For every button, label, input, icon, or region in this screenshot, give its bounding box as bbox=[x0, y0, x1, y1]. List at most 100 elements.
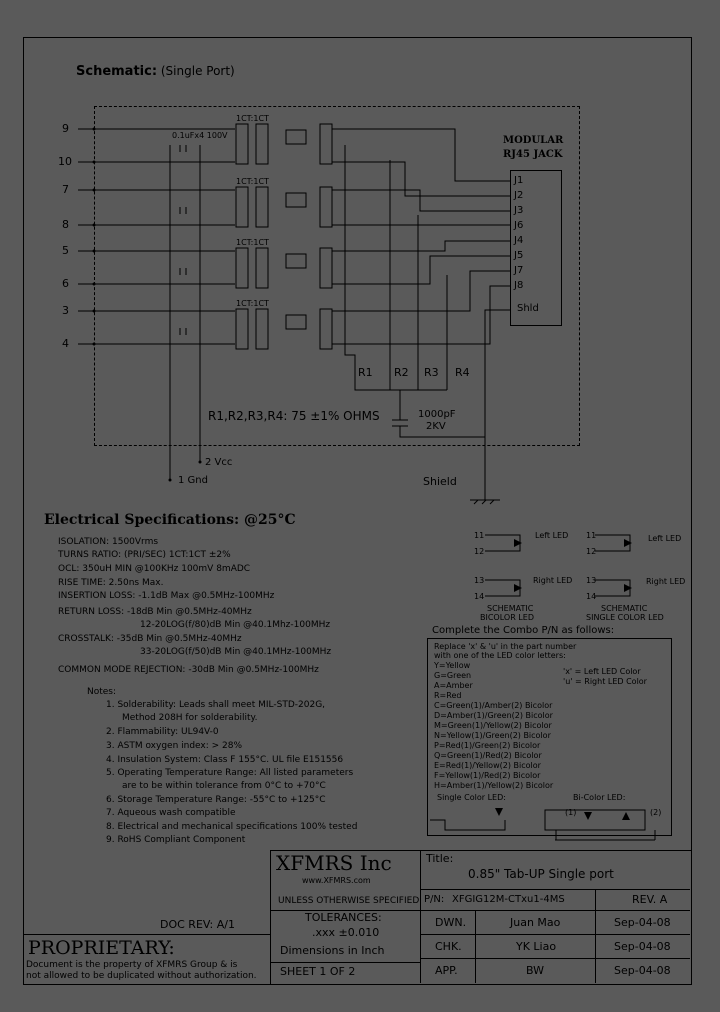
pin-5: 5 bbox=[62, 244, 69, 257]
color-r: R=Red bbox=[434, 691, 462, 700]
schematic-bicolor-1: SCHEMATIC bbox=[487, 604, 534, 613]
cap-label: 0.1uFx4 100V bbox=[172, 131, 228, 140]
single-color-label: Single Color LED: bbox=[437, 793, 506, 802]
color-q: Q=Green(1)/Red(2) Bicolor bbox=[434, 751, 542, 760]
note-5: 5. Operating Temperature Range: All list… bbox=[106, 768, 354, 778]
gnd-label: 1 Gnd bbox=[178, 475, 208, 486]
title-label: Title: bbox=[426, 852, 454, 865]
bi-color-label: Bi-Color LED: bbox=[573, 793, 626, 802]
jack-pin-shld: Shld bbox=[517, 303, 539, 314]
rev-value: REV. A bbox=[632, 893, 668, 906]
jack-pin-j1: J1 bbox=[514, 175, 524, 186]
dwn-date: Sep-04-08 bbox=[614, 916, 671, 929]
note-7: 7. Aqueous wash compatible bbox=[106, 808, 236, 818]
resistor-r2: R2 bbox=[394, 366, 409, 379]
led-pin-14a: 14 bbox=[474, 592, 485, 601]
note-3: 3. ASTM oxygen index: > 28% bbox=[106, 741, 243, 751]
pin-3: 3 bbox=[62, 304, 69, 317]
unless-note: UNLESS OTHERWISE SPECIFIED bbox=[278, 896, 420, 906]
jack-pin-j3: J3 bbox=[514, 205, 524, 216]
color-f: F=Yellow(1)/Red(2) Bicolor bbox=[434, 771, 541, 780]
title-block bbox=[270, 850, 692, 985]
color-p: P=Red(1)/Green(2) Bicolor bbox=[434, 741, 541, 750]
jack-pin-j4: J4 bbox=[514, 235, 524, 246]
resistor-r1: R1 bbox=[358, 366, 373, 379]
ratio-label-3: 1CT:1CT bbox=[236, 238, 269, 247]
led-pin-13a: 13 bbox=[474, 576, 485, 585]
tb-divider-3 bbox=[595, 889, 596, 983]
led-pin-11b: 11 bbox=[586, 531, 597, 540]
pin-6: 6 bbox=[62, 277, 69, 290]
note-1b: Method 208H for solderability. bbox=[122, 713, 258, 723]
led-pin-14b: 14 bbox=[586, 592, 597, 601]
jack-pin-j7: J7 bbox=[514, 265, 524, 276]
cap2-voltage: 2KV bbox=[426, 421, 446, 432]
pin-9: 9 bbox=[62, 122, 69, 135]
spec-ocl: OCL: 350uH MIN @100KHz 100mV 8mADC bbox=[58, 564, 251, 574]
spec-cmr: COMMON MODE REJECTION: -30dB Min @0.5MHz… bbox=[58, 665, 319, 675]
proprietary-text-1: Document is the property of XFMRS Group … bbox=[26, 960, 238, 970]
spec-return-loss: RETURN LOSS: -18dB Min @0.5MHz-40MHz bbox=[58, 607, 252, 617]
color-y: Y=Yellow bbox=[434, 661, 471, 670]
ratio-label-4: 1CT:1CT bbox=[236, 299, 269, 308]
resistor-note: R1,R2,R3,R4: 75 ±1% OHMS bbox=[208, 409, 380, 423]
replace-line-1: Replace 'x' & 'u' in the part number bbox=[434, 642, 577, 651]
spec-isolation: ISOLATION: 1500Vrms bbox=[58, 537, 159, 547]
bicolor-p1: (1) bbox=[565, 808, 577, 817]
color-c: C=Green(1)/Amber(2) Bicolor bbox=[434, 701, 553, 710]
color-m: M=Green(1)/Yellow(2) Bicolor bbox=[434, 721, 552, 730]
schematic-bicolor-2: BICOLOR LED bbox=[480, 613, 534, 622]
chk-date: Sep-04-08 bbox=[614, 940, 671, 953]
note-9: 9. RoHS Compliant Component bbox=[106, 835, 246, 845]
tb-hline-2 bbox=[270, 910, 690, 911]
note-5b: are to be within tolerance from 0°C to +… bbox=[122, 781, 326, 791]
combo-box bbox=[427, 638, 672, 836]
color-h: H=Amber(1)/Yellow(2) Bicolor bbox=[434, 781, 554, 790]
led-pin-12a: 12 bbox=[474, 547, 485, 556]
color-g: G=Green bbox=[434, 671, 472, 680]
pin-8: 8 bbox=[62, 218, 69, 231]
schematic-title-text: Schematic: bbox=[76, 64, 158, 79]
ratio-label-2: 1CT:1CT bbox=[236, 177, 269, 186]
doc-rev: DOC REV: A/1 bbox=[160, 918, 235, 931]
note-8: 8. Electrical and mechanical specificati… bbox=[106, 822, 358, 832]
jack-title-2: RJ45 JACK bbox=[503, 149, 563, 160]
color-d: D=Amber(1)/Green(2) Bicolor bbox=[434, 711, 553, 720]
jack-pin-j2: J2 bbox=[514, 190, 524, 201]
title-value: 0.85" Tab-UP Single port bbox=[468, 867, 614, 881]
jack-title-1: MODULAR bbox=[503, 135, 564, 146]
resistor-r3: R3 bbox=[424, 366, 439, 379]
schematic-subtitle: (Single Port) bbox=[160, 64, 235, 78]
tb-hline-1 bbox=[420, 889, 690, 890]
chk-name: YK Liao bbox=[516, 940, 557, 953]
pin-10: 10 bbox=[58, 155, 72, 168]
right-led-label-a: Right LED bbox=[533, 576, 573, 585]
ratio-label-1: 1CT:1CT bbox=[236, 114, 269, 123]
color-e: E=Red(1)/Yellow(2) Bicolor bbox=[434, 761, 541, 770]
vcc-label: 2 Vcc bbox=[205, 457, 233, 468]
tolerances-label: TOLERANCES: bbox=[305, 911, 382, 924]
cap2-value: 1000pF bbox=[418, 409, 456, 420]
spec-crosstalk-2: 33-20LOG(f/50)dB Min @40.1MHz-100MHz bbox=[140, 647, 332, 657]
schematic-title: Schematic: (Single Port) bbox=[76, 64, 235, 79]
spec-turns-ratio: TURNS RATIO: (PRI/SEC) 1CT:1CT ±2% bbox=[58, 550, 231, 560]
tb-divider-1 bbox=[420, 850, 421, 983]
spec-insertion-loss: INSERTION LOSS: -1.1dB Max @0.5MHz-100MH… bbox=[58, 591, 275, 601]
chk-label: CHK. bbox=[435, 940, 462, 953]
proprietary-text-2: not allowed to be duplicated without aut… bbox=[26, 971, 257, 981]
left-led-label-b: Left LED bbox=[648, 534, 682, 543]
right-led-label-b: Right LED bbox=[646, 577, 686, 586]
pn-label: P/N: bbox=[424, 894, 445, 905]
left-led-label-a: Left LED bbox=[535, 531, 569, 540]
schematic-dashed-box bbox=[94, 106, 580, 446]
pn-value: XFGIG12M-CTxu1-4MS bbox=[452, 894, 565, 905]
pin-7: 7 bbox=[62, 183, 69, 196]
schematic-single-1: SCHEMATIC bbox=[601, 604, 648, 613]
note-6: 6. Storage Temperature Range: -55°C to +… bbox=[106, 795, 326, 805]
proprietary-divider bbox=[23, 934, 270, 935]
x-note: 'x' = Left LED Color bbox=[563, 667, 641, 676]
notes-title: Notes: bbox=[87, 687, 117, 697]
schematic-single-2: SINGLE COLOR LED bbox=[586, 613, 664, 622]
electrical-title: Electrical Specifications: @25°C bbox=[44, 512, 296, 528]
